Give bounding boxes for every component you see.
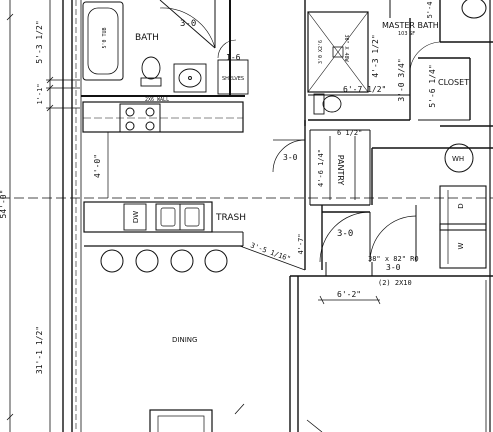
hall-door — [319, 205, 417, 270]
master-bath-label: MASTER BATH — [382, 21, 439, 30]
bar-stools — [100, 249, 228, 273]
dim-counter-depth: 4'-0" — [93, 154, 102, 178]
pantry — [272, 120, 371, 270]
dining-area — [149, 403, 245, 432]
dining-label: DINING — [172, 336, 197, 344]
pantry-label: PANTRY — [336, 155, 345, 186]
lavatory-icon — [461, 0, 487, 19]
dining-table — [149, 409, 213, 432]
dim-mb-width: 6'-7 1/2" — [343, 85, 386, 94]
shower-side: 3'0 X2'6 — [318, 40, 324, 64]
pantry-door-size: 3-0 — [283, 153, 298, 162]
bar-stool — [135, 249, 159, 273]
exterior-walls — [62, 0, 82, 432]
dim-pantry-width: 6 1/2" — [337, 129, 362, 137]
hall-door-size: 3-0 — [337, 229, 353, 239]
trash-label: TRASH — [215, 213, 246, 223]
master-toilet-icon — [313, 93, 342, 115]
bar-stool — [170, 249, 194, 273]
dim-mb-height: 4'-3 1/2" — [371, 34, 380, 77]
washer — [439, 223, 487, 269]
dim-mb-lower: 3'-0 3/4" — [397, 58, 406, 101]
kitchen-island — [83, 201, 244, 247]
kitchen-counter-upper — [82, 101, 244, 133]
water-heater — [444, 143, 474, 173]
master-bath-door-swing — [409, 41, 441, 71]
left-dimension-lines — [6, 0, 80, 432]
bath-door-swing — [159, 0, 216, 49]
tub-label: 5'0 TUB — [102, 27, 108, 48]
dim-closet-depth: 5'-6 1/4" — [428, 64, 437, 107]
sink-icon — [173, 63, 207, 93]
dryer — [439, 185, 487, 231]
closet — [418, 57, 493, 127]
dim-garage-width: 6'-2" — [337, 290, 361, 299]
header-note: (2) 2X10 — [378, 279, 412, 287]
dim-mb-upper: 5'-4 — [426, 2, 434, 19]
shelves-label: SHELVES — [222, 76, 244, 82]
garage-wall — [289, 262, 493, 432]
master-bath-area: 103 SF — [398, 31, 415, 37]
dim-left-mid: 1'-1" — [36, 83, 44, 104]
dim-left-top: 5'-3 1/2" — [35, 20, 44, 63]
laundry-area — [371, 143, 493, 269]
dim-left-bottom: 31'-1 1/2" — [35, 326, 44, 374]
shelves — [217, 59, 249, 95]
bar-stool — [100, 249, 124, 273]
dw-label: DW — [132, 211, 140, 223]
bath-door-size: 3-0 — [180, 19, 196, 29]
bathtub — [82, 1, 124, 81]
dim-overall-left: 54'-0" — [0, 190, 8, 219]
garage-door-ro: 38" x 82" RO — [368, 255, 419, 263]
dim-pantry-depth: 4'-6 1/4" — [317, 149, 325, 187]
cooktop — [119, 103, 161, 133]
shower-size: 30" X 48W — [343, 34, 349, 62]
shower-drain — [332, 46, 344, 58]
shelf-door-size: 1-6 — [226, 53, 241, 62]
bar-stool — [204, 249, 228, 273]
dryer-label: D — [457, 203, 465, 208]
wh-label: WH — [452, 155, 464, 163]
bath-room — [81, 0, 249, 97]
garage-door-size: 3-0 — [386, 263, 401, 272]
dim-bar-depth: 4'-7" — [297, 233, 305, 254]
bath-label: BATH — [135, 33, 159, 43]
master-bath — [304, 0, 493, 126]
dim-bar-diagonal: 3'-5 1/16" — [249, 241, 291, 263]
dishwasher — [123, 203, 147, 231]
washer-label: W — [457, 242, 465, 249]
wall-note: 2X6 WALL — [145, 97, 169, 103]
toilet-icon — [140, 56, 162, 87]
closet-label: CLOSET — [438, 78, 469, 87]
